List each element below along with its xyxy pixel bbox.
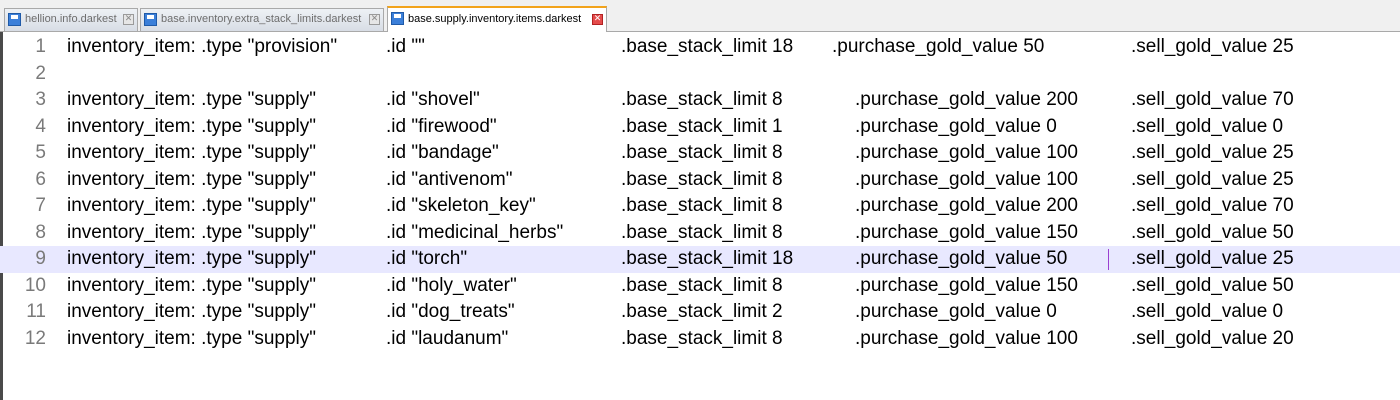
code-id: .id "" bbox=[386, 36, 425, 57]
code-line[interactable]: 5 inventory_item: .type "supply" .id "band… bbox=[0, 140, 1400, 167]
code-line[interactable]: 8 inventory_item: .type "supply" .id "medi… bbox=[0, 220, 1400, 247]
code-sell-value: .sell_gold_value 25 bbox=[1131, 36, 1294, 57]
code-type: inventory_item: .type "supply" bbox=[67, 89, 316, 110]
code-purchase-value: .purchase_gold_value 100 bbox=[855, 168, 1078, 190]
save-file-icon bbox=[8, 13, 21, 26]
code-stack-limit: .base_stack_limit 8 bbox=[621, 142, 783, 163]
code-purchase-value: .purchase_gold_value 200 bbox=[855, 195, 1078, 216]
line-number: 6 bbox=[35, 168, 46, 190]
code-line[interactable]: 6 inventory_item: .type "supply" .id "anti… bbox=[0, 167, 1400, 194]
line-number: 7 bbox=[35, 195, 46, 216]
code-purchase-value: .purchase_gold_value 0 bbox=[855, 301, 1057, 322]
code-id: .id "skeleton_key" bbox=[386, 195, 536, 216]
code-sell-value: .sell_gold_value 0 bbox=[1131, 301, 1284, 322]
code-id: .id "dog_treats" bbox=[386, 301, 515, 322]
code-purchase-value: .purchase_gold_value 150 bbox=[855, 221, 1078, 243]
code-sell-value: .sell_gold_value 25 bbox=[1131, 168, 1294, 190]
tab-label: base.supply.inventory.items.darkest bbox=[408, 13, 582, 25]
code-sell-value: .sell_gold_value 25 bbox=[1131, 248, 1294, 269]
code-line[interactable]: 3 inventory_item: .type "supply" .id "shov… bbox=[0, 87, 1400, 114]
code-id: .id "holy_water" bbox=[386, 274, 517, 296]
code-stack-limit: .base_stack_limit 8 bbox=[621, 168, 783, 190]
line-number: 10 bbox=[24, 274, 46, 296]
code-stack-limit: .base_stack_limit 1 bbox=[621, 115, 783, 137]
line-number-gutter bbox=[0, 32, 62, 400]
line-number: 9 bbox=[35, 248, 46, 269]
line-number: 2 bbox=[35, 62, 46, 84]
code-line[interactable]: 11 inventory_item: .type "supply" .id "dog… bbox=[0, 299, 1400, 326]
text-caret bbox=[1108, 249, 1109, 270]
close-icon[interactable]: ✕ bbox=[123, 14, 134, 25]
tab-bar: hellion.info.darkest ✕ base.inventory.ex… bbox=[0, 0, 1400, 32]
code-type: inventory_item: .type "supply" bbox=[67, 274, 316, 296]
code-line[interactable]: 7 inventory_item: .type "supply" .id "skel… bbox=[0, 193, 1400, 220]
line-number: 8 bbox=[35, 221, 46, 243]
tab-supply-inventory-items[interactable]: base.supply.inventory.items.darkest ✕ bbox=[387, 6, 607, 32]
code-id: .id "bandage" bbox=[386, 142, 499, 163]
code-sell-value: .sell_gold_value 70 bbox=[1131, 195, 1294, 216]
code-stack-limit: .base_stack_limit 8 bbox=[621, 221, 783, 243]
tab-label: hellion.info.darkest bbox=[25, 13, 117, 25]
line-number: 12 bbox=[24, 327, 46, 349]
line-number: 1 bbox=[35, 36, 46, 57]
code-stack-limit: .base_stack_limit 8 bbox=[621, 89, 783, 110]
code-type: inventory_item: .type "provision" bbox=[67, 36, 338, 57]
code-line[interactable]: 9 inventory_item: .type "supply" .id "torc… bbox=[0, 246, 1400, 273]
close-icon[interactable]: ✕ bbox=[592, 14, 603, 25]
tab-hellion-info[interactable]: hellion.info.darkest ✕ bbox=[4, 8, 138, 31]
code-sell-value: .sell_gold_value 25 bbox=[1131, 142, 1294, 163]
code-line[interactable]: 4 inventory_item: .type "supply" .id "fire… bbox=[0, 114, 1400, 141]
code-purchase-value: .purchase_gold_value 50 bbox=[855, 248, 1068, 269]
code-type: inventory_item: .type "supply" bbox=[67, 221, 316, 243]
code-sell-value: .sell_gold_value 50 bbox=[1131, 274, 1294, 296]
code-type: inventory_item: .type "supply" bbox=[67, 248, 316, 269]
tab-extra-stack-limits[interactable]: base.inventory.extra_stack_limits.darkes… bbox=[140, 8, 384, 31]
code-stack-limit: .base_stack_limit 8 bbox=[621, 195, 783, 216]
line-number: 3 bbox=[35, 89, 46, 110]
code-purchase-value: .purchase_gold_value 100 bbox=[855, 142, 1078, 163]
save-file-icon bbox=[144, 13, 157, 26]
code-type: inventory_item: .type "supply" bbox=[67, 301, 316, 322]
code-line[interactable]: 12 inventory_item: .type "supply" .id "lau… bbox=[0, 326, 1400, 353]
code-purchase-value: .purchase_gold_value 50 bbox=[832, 36, 1045, 57]
code-stack-limit: .base_stack_limit 18 bbox=[621, 248, 794, 269]
code-line[interactable]: 1 inventory_item: .type "provision" .id ""… bbox=[0, 34, 1400, 61]
line-number: 4 bbox=[35, 115, 46, 137]
line-number: 5 bbox=[35, 142, 46, 163]
code-id: .id "laudanum" bbox=[386, 327, 509, 349]
save-file-icon bbox=[391, 12, 404, 25]
code-sell-value: .sell_gold_value 70 bbox=[1131, 89, 1294, 110]
code-id: .id "firewood" bbox=[386, 115, 497, 137]
code-sell-value: .sell_gold_value 0 bbox=[1131, 115, 1284, 137]
code-stack-limit: .base_stack_limit 18 bbox=[621, 36, 794, 57]
code-line[interactable]: 2 bbox=[0, 61, 1400, 88]
code-type: inventory_item: .type "supply" bbox=[67, 195, 316, 216]
code-id: .id "shovel" bbox=[386, 89, 480, 110]
code-line[interactable]: 10 inventory_item: .type "supply" .id "hol… bbox=[0, 273, 1400, 300]
code-sell-value: .sell_gold_value 20 bbox=[1131, 327, 1294, 349]
code-id: .id "medicinal_herbs" bbox=[386, 221, 564, 243]
tab-label: base.inventory.extra_stack_limits.darkes… bbox=[161, 13, 362, 25]
code-type: inventory_item: .type "supply" bbox=[67, 168, 316, 190]
code-stack-limit: .base_stack_limit 8 bbox=[621, 274, 783, 296]
code-stack-limit: .base_stack_limit 2 bbox=[621, 301, 783, 322]
text-editor[interactable]: 1 inventory_item: .type "provision" .id ""… bbox=[0, 32, 1400, 400]
close-icon[interactable]: ✕ bbox=[369, 14, 380, 25]
code-purchase-value: .purchase_gold_value 0 bbox=[855, 115, 1057, 137]
code-id: .id "torch" bbox=[386, 248, 468, 269]
code-purchase-value: .purchase_gold_value 150 bbox=[855, 274, 1078, 296]
line-number: 11 bbox=[26, 301, 46, 322]
code-type: inventory_item: .type "supply" bbox=[67, 115, 316, 137]
code-sell-value: .sell_gold_value 50 bbox=[1131, 221, 1294, 243]
code-id: .id "antivenom" bbox=[386, 168, 513, 190]
code-type: inventory_item: .type "supply" bbox=[67, 142, 316, 163]
code-purchase-value: .purchase_gold_value 200 bbox=[855, 89, 1078, 110]
code-purchase-value: .purchase_gold_value 100 bbox=[855, 327, 1078, 349]
code-stack-limit: .base_stack_limit 8 bbox=[621, 327, 783, 349]
code-type: inventory_item: .type "supply" bbox=[67, 327, 316, 349]
